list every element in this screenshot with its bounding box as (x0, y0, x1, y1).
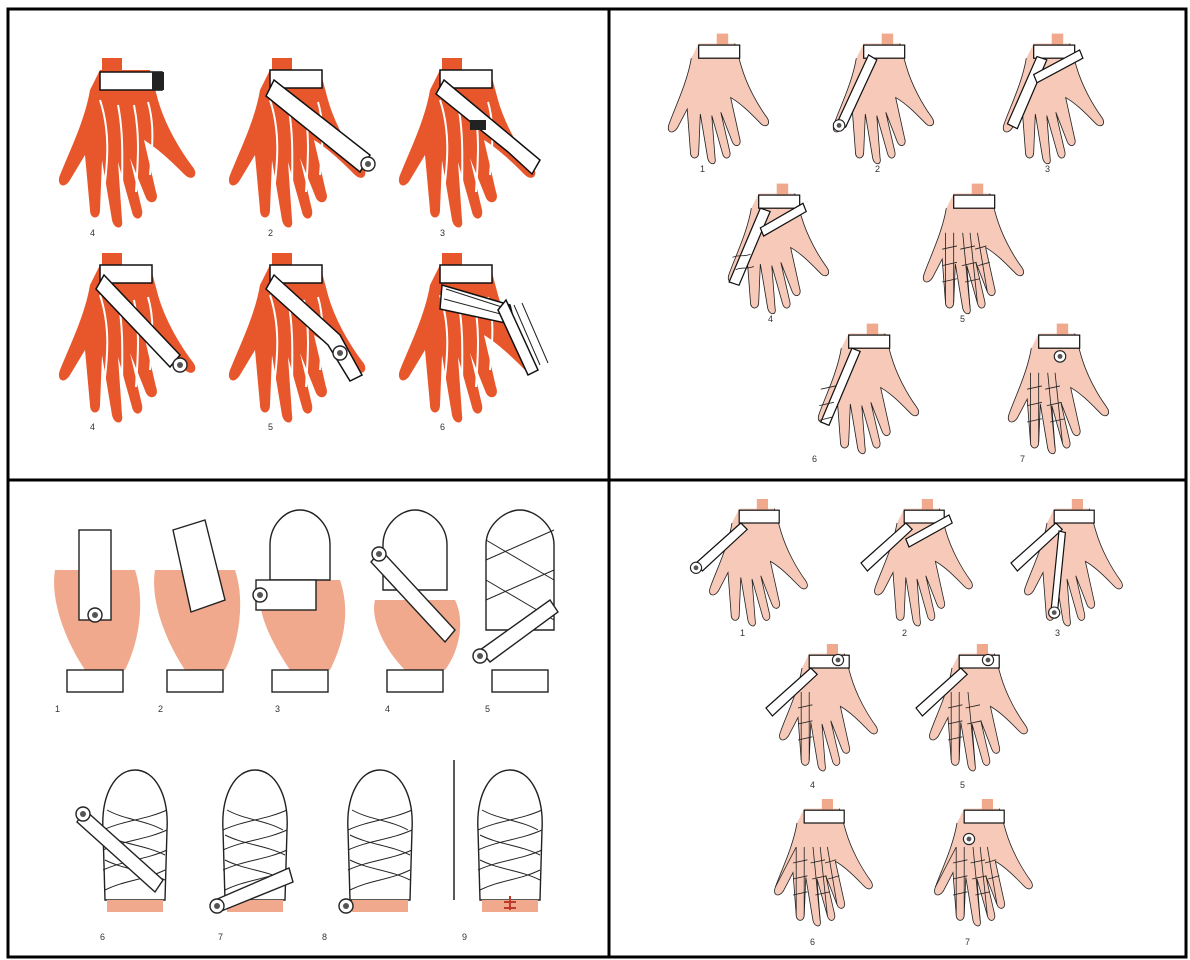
hand-bandage-figure (59, 58, 195, 228)
step-label: 5 (960, 314, 965, 324)
step-label: 7 (965, 937, 970, 947)
step-label: 1 (55, 704, 60, 714)
hand-bandage-figure (775, 799, 873, 926)
step-label: 2 (875, 164, 880, 174)
hand-bandage-figure (1008, 324, 1108, 454)
mitten-bandage-figure (154, 520, 240, 692)
hand-bandage-figure (818, 324, 918, 454)
mitten-bandage-figure (253, 510, 345, 692)
step-label: 6 (812, 454, 817, 464)
hand-bandage-figure (766, 644, 877, 771)
step-label: 6 (440, 422, 445, 432)
hand-bandage-figure (690, 499, 807, 626)
panel-top-left: 4 2 3 4 5 6 (59, 58, 548, 432)
hand-bandage-figure (1003, 34, 1103, 164)
step-label: 4 (90, 422, 95, 432)
step-label: 4 (385, 704, 390, 714)
step-label: 1 (740, 628, 745, 638)
mitten-bandage-figure (371, 510, 460, 692)
hand-bandage-figure (229, 253, 365, 423)
outer-frame (8, 9, 1186, 957)
panel-bottom-right: 1 2 3 4 5 6 7 (690, 499, 1122, 947)
step-label: 8 (322, 932, 327, 942)
hand-bandage-figure (935, 799, 1033, 926)
hand-bandage-figure (861, 499, 972, 626)
hand-bandage-figure (399, 253, 548, 423)
panel-top-right: 1 2 3 4 5 6 7 (668, 34, 1108, 464)
step-label: 2 (902, 628, 907, 638)
step-label: 3 (275, 704, 280, 714)
step-label: 7 (218, 932, 223, 942)
step-label: 9 (462, 932, 467, 942)
hand-bandage-figure (668, 34, 768, 164)
step-label: 4 (90, 228, 95, 238)
step-label: 4 (768, 314, 773, 324)
step-label: 3 (1045, 164, 1050, 174)
mitten-bandage-figure (210, 770, 293, 913)
hand-bandage-figure (1011, 499, 1122, 626)
mitten-bandage-figure (454, 760, 542, 912)
step-label: 5 (485, 704, 490, 714)
mitten-bandage-figure (54, 530, 140, 692)
hand-bandage-figure (833, 34, 933, 164)
mitten-bandage-figure (76, 770, 167, 912)
step-label: 2 (268, 228, 273, 238)
panel-bottom-left: 1 2 3 4 5 6 7 8 9 (54, 510, 558, 942)
step-label: 2 (158, 704, 163, 714)
hand-bandage-figure (59, 253, 195, 423)
step-label: 3 (440, 228, 445, 238)
step-label: 5 (268, 422, 273, 432)
hand-bandage-figure (229, 58, 375, 228)
hand-bandage-figure (923, 184, 1023, 314)
mitten-bandage-figure (473, 510, 558, 692)
step-label: 6 (810, 937, 815, 947)
hand-bandage-figure (916, 644, 1027, 771)
hand-bandage-figure (399, 58, 540, 228)
mitten-bandage-figure (339, 770, 412, 913)
step-label: 4 (810, 780, 815, 790)
step-label: 5 (960, 780, 965, 790)
step-label: 1 (700, 164, 705, 174)
step-label: 3 (1055, 628, 1060, 638)
step-label: 6 (100, 932, 105, 942)
step-label: 7 (1020, 454, 1025, 464)
hand-bandage-figure (728, 184, 828, 314)
